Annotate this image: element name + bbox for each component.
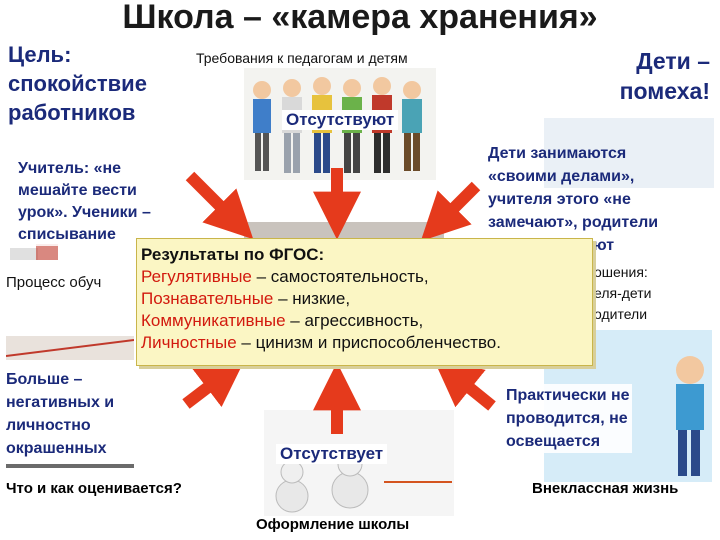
- goal-text: Цель: спокойствие работников: [8, 40, 147, 127]
- fgos-value: – самостоятельность,: [251, 267, 429, 286]
- fgos-heading: Результаты по ФГОС:: [141, 245, 325, 264]
- fgos-value: – агрессивность,: [285, 311, 424, 330]
- teacher-text: Учитель: «не мешайте вести урок». Ученик…: [18, 158, 151, 246]
- relations-text: ошения: еля-дети одители: [594, 262, 651, 325]
- goal-line: работников: [8, 100, 136, 125]
- children-image: [544, 118, 714, 188]
- fgos-value: – цинизм и приспособленчество.: [236, 333, 501, 352]
- children-line: замечают», родители: [488, 214, 659, 231]
- children-busy-text: Дети занимаются «своими делами», учителя…: [488, 142, 658, 257]
- design-status: Отсутствует: [276, 444, 388, 464]
- fgos-key: Познавательные: [141, 289, 274, 308]
- kids-line: Дети –: [636, 48, 710, 74]
- negative-line: окрашенных: [6, 440, 107, 457]
- negative-line: негативных и: [6, 394, 115, 411]
- teacher-line: урок». Ученики –: [18, 204, 151, 221]
- relations-line: ошения:: [594, 264, 648, 280]
- children-line: «своими делами»,: [488, 168, 635, 185]
- requirements-caption: Требования к педагогам и детям: [196, 50, 408, 66]
- negative-text: Больше – негативных и личностно окрашенн…: [6, 368, 114, 460]
- fgos-row: Познавательные – низкие,: [137, 288, 592, 310]
- negative-line: Больше –: [6, 371, 83, 388]
- fgos-row: Личностные – цинизм и приспособленчество…: [137, 332, 592, 354]
- kids-problem-text: Дети – помеха!: [560, 46, 710, 106]
- fgos-key: Регулятивные: [141, 267, 252, 286]
- extracurricular-line: Практически не: [506, 387, 630, 404]
- fgos-value: – низкие,: [273, 289, 351, 308]
- fgos-results-box: Результаты по ФГОС: Регулятивные – самос…: [136, 238, 593, 366]
- relations-line: еля-дети: [594, 285, 652, 301]
- relations-line: одители: [594, 306, 648, 322]
- fgos-row: Регулятивные – самостоятельность,: [137, 266, 592, 288]
- extracurricular-line: проводится, не: [506, 410, 628, 427]
- teacher-line: списывание: [18, 226, 116, 243]
- process-image: [6, 240, 136, 264]
- process-caption: Процесс обуч: [6, 274, 102, 291]
- arrow-bottom-left: [182, 358, 246, 409]
- children-line: учителя этого «не: [488, 191, 631, 208]
- teacher-line: мешайте вести: [18, 182, 137, 199]
- fgos-row: Коммуникативные – агрессивность,: [137, 310, 592, 332]
- arrow-top-left: [185, 171, 254, 240]
- extracurricular-text: Практически не проводится, не освещается: [504, 384, 632, 453]
- classroom-strip-image: [6, 336, 134, 360]
- extracurricular-caption: Внеклассная жизнь: [532, 480, 679, 497]
- goal-line: спокойствие: [8, 71, 147, 96]
- teacher-line: Учитель: «не: [18, 160, 122, 177]
- negative-line: личностно: [6, 417, 91, 434]
- fgos-key: Личностные: [141, 333, 237, 352]
- extracurricular-line: освещается: [506, 433, 601, 450]
- page-title: Школа – «камера хранения»: [122, 0, 598, 36]
- children-line: ют: [593, 237, 615, 254]
- assessment-caption: Что и как оценивается?: [6, 480, 182, 497]
- requirements-status: Отсутствуют: [282, 110, 399, 130]
- children-line: Дети занимаются: [488, 145, 627, 162]
- arrow-top-right: [420, 181, 481, 242]
- fgos-key: Коммуникативные: [141, 311, 286, 330]
- goal-line: Цель:: [8, 42, 72, 67]
- design-caption: Оформление школы: [256, 516, 410, 533]
- kids-line: помеха!: [619, 78, 710, 104]
- divider: [6, 464, 134, 468]
- arrow-bottom-right: [433, 358, 496, 411]
